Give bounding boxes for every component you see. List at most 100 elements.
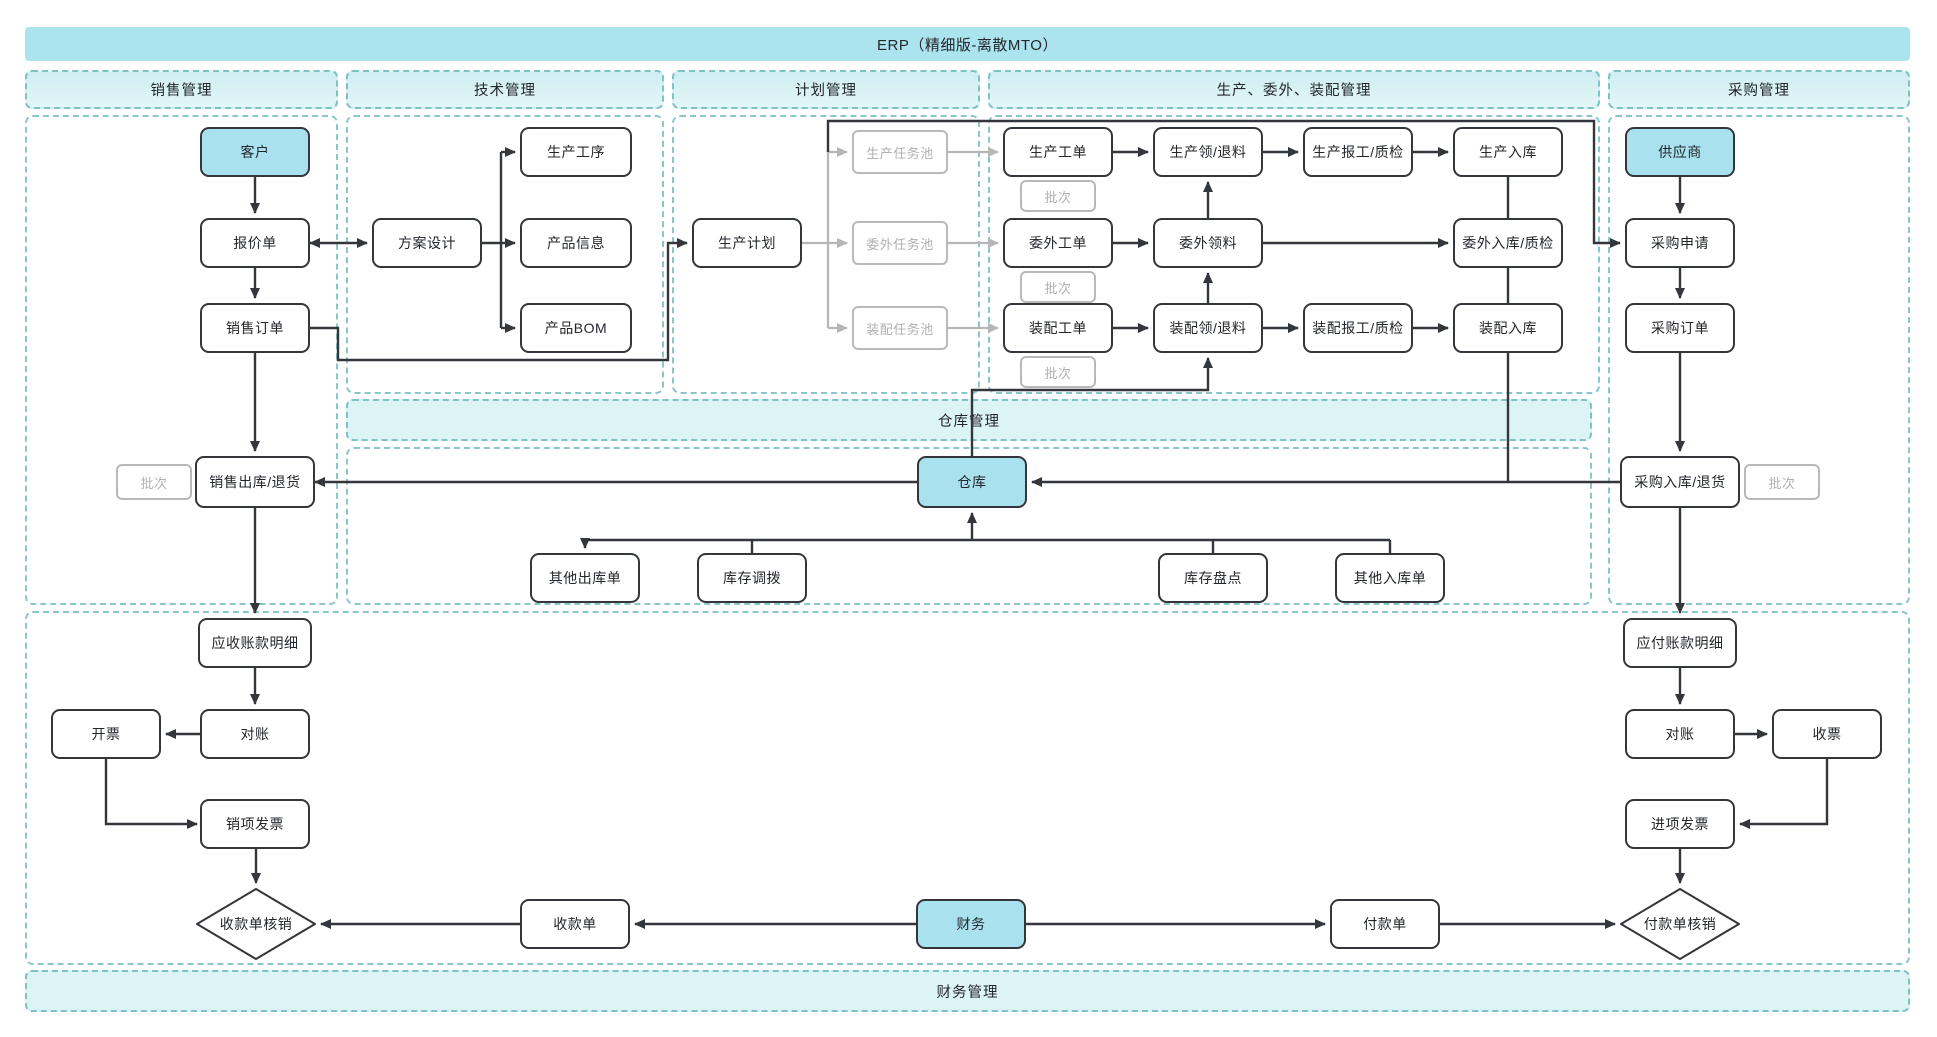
node-invoice-issue: 开票: [51, 709, 161, 759]
node-solution-design: 方案设计: [372, 218, 482, 268]
node-label: 对账: [240, 726, 270, 742]
node-product-bom: 产品BOM: [520, 303, 632, 353]
edge-4: [310, 238, 688, 362]
node-label: 生产工单: [1029, 144, 1087, 160]
node-label: 报价单: [233, 235, 277, 251]
node-purchase-invoice: 进项发票: [1625, 799, 1735, 849]
node-label: 方案设计: [398, 235, 456, 251]
node-label: 收票: [1812, 726, 1842, 742]
node-finance-node: 财务: [916, 899, 1026, 949]
section-header-production: 生产、委外、装配管理: [988, 70, 1600, 109]
node-prod-batch: 批次: [1020, 180, 1096, 212]
node-label: 库存盘点: [1184, 570, 1242, 586]
node-stock-count: 库存盘点: [1158, 553, 1268, 603]
node-other-inbound: 其他入库单: [1335, 553, 1445, 603]
node-assembly-batch: 批次: [1020, 356, 1096, 388]
node-label: 委外工单: [1029, 235, 1087, 251]
node-label: 生产领/退料: [1169, 144, 1247, 160]
node-outsource-pool: 委外任务池: [852, 221, 948, 265]
node-prod-report: 生产报工/质检: [1303, 127, 1413, 177]
node-label: 开票: [91, 726, 121, 742]
node-sales-order: 销售订单: [200, 303, 310, 353]
node-prod-inbound: 生产入库: [1453, 127, 1563, 177]
node-prod-workorder: 生产工单: [1003, 127, 1113, 177]
node-receipt: 收款单: [520, 899, 630, 949]
node-label: 客户: [240, 144, 270, 160]
node-purchase-batch: 批次: [1744, 464, 1820, 500]
node-label: 批次: [140, 475, 168, 491]
node-label: 仓库: [957, 474, 987, 490]
node-customer: 客户: [200, 127, 310, 177]
node-outsource-inbound: 委外入库/质检: [1453, 218, 1563, 268]
node-assembly-picking: 装配领/退料: [1153, 303, 1263, 353]
node-product-info: 产品信息: [520, 218, 632, 268]
edge-55: [1739, 759, 1829, 829]
node-label: 装配任务池: [866, 321, 934, 337]
band-warehouse: 仓库管理: [346, 399, 1592, 441]
node-ar-recon: 对账: [200, 709, 310, 759]
node-label: 产品信息: [547, 235, 605, 251]
node-label: 委外领料: [1179, 235, 1237, 251]
node-label: 其他出库单: [548, 570, 622, 586]
node-label: 批次: [1768, 475, 1796, 491]
band-finance: 财务管理: [25, 970, 1910, 1012]
node-label: 销项发票: [226, 816, 284, 832]
section-header-sales: 销售管理: [25, 70, 338, 109]
node-label: 应收账款明细: [211, 635, 299, 651]
node-label: 付款单核销: [1643, 916, 1717, 932]
node-assembly-workorder: 装配工单: [1003, 303, 1113, 353]
section-header-purchase: 采购管理: [1608, 70, 1910, 109]
node-label: 生产计划: [718, 235, 776, 251]
node-assembly-inbound: 装配入库: [1453, 303, 1563, 353]
diagram-title: ERP（精细版-离散MTO）: [25, 27, 1910, 61]
node-label: 采购入库/退货: [1634, 474, 1726, 490]
node-label: 销售订单: [226, 320, 284, 336]
node-prod-picking: 生产领/退料: [1153, 127, 1263, 177]
node-other-outbound: 其他出库单: [530, 553, 640, 603]
node-label: 装配入库: [1479, 320, 1537, 336]
node-label: 批次: [1044, 365, 1072, 381]
node-ar-detail: 应收账款明细: [198, 618, 312, 668]
node-payment-writeoff: 付款单核销: [1620, 888, 1740, 960]
node-outsource-batch: 批次: [1020, 271, 1096, 303]
node-assembly-pool: 装配任务池: [852, 306, 948, 350]
node-prod-pool: 生产任务池: [852, 130, 948, 174]
frame-purchase: [1608, 115, 1910, 605]
node-warehouse: 仓库: [917, 456, 1027, 508]
node-label: 采购申请: [1651, 235, 1709, 251]
node-prod-process: 生产工序: [520, 127, 632, 177]
node-label: 供应商: [1658, 144, 1702, 160]
node-sales-invoice: 销项发票: [200, 799, 310, 849]
edge-17: [826, 119, 1621, 248]
node-purchase-request: 采购申请: [1625, 218, 1735, 268]
node-label: 付款单: [1363, 916, 1407, 932]
node-outsource-workorder: 委外工单: [1003, 218, 1113, 268]
node-label: 采购订单: [1651, 320, 1709, 336]
node-payment: 付款单: [1330, 899, 1440, 949]
node-label: 委外入库/质检: [1462, 235, 1554, 251]
node-label: 批次: [1044, 280, 1072, 296]
node-stock-transfer: 库存调拨: [697, 553, 807, 603]
node-label: 应付账款明细: [1636, 635, 1724, 651]
node-prod-plan: 生产计划: [692, 218, 802, 268]
node-label: 财务: [956, 916, 986, 932]
node-label: 进项发票: [1651, 816, 1709, 832]
node-supplier: 供应商: [1625, 127, 1735, 177]
node-label: 收款单核销: [219, 916, 293, 932]
node-outsource-picking: 委外领料: [1153, 218, 1263, 268]
section-header-plan: 计划管理: [672, 70, 980, 109]
node-label: 生产入库: [1479, 144, 1537, 160]
section-header-tech: 技术管理: [346, 70, 664, 109]
node-ap-detail: 应付账款明细: [1623, 618, 1737, 668]
node-receipt-writeoff: 收款单核销: [196, 888, 316, 960]
node-label: 生产工序: [547, 144, 605, 160]
node-purchase-inbound: 采购入库/退货: [1620, 456, 1740, 508]
node-label: 装配工单: [1029, 320, 1087, 336]
node-label: 对账: [1665, 726, 1695, 742]
edge-33: [970, 357, 1213, 456]
node-label: 装配领/退料: [1169, 320, 1247, 336]
node-label: 生产报工/质检: [1312, 144, 1404, 160]
edge-43: [104, 759, 198, 829]
